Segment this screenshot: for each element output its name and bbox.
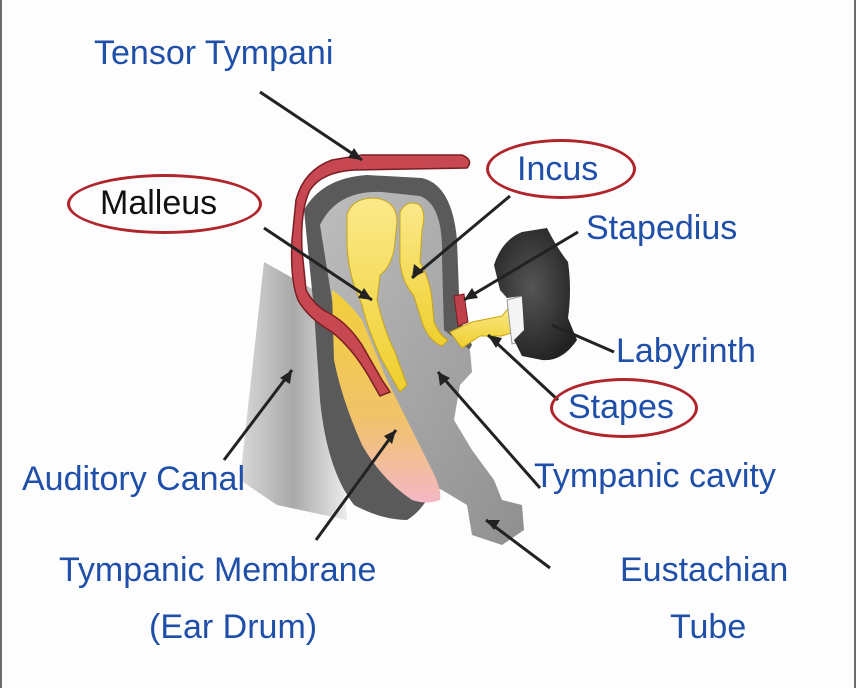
label-tube: Tube [670, 608, 747, 646]
leader-labyrinth [551, 323, 615, 354]
stapedius-muscle [453, 293, 469, 327]
labyrinth-shape [494, 228, 577, 361]
label-labyrinth: Labyrinth [616, 332, 756, 370]
arrow-heads [280, 148, 502, 530]
incus-highlight-ring [486, 139, 636, 199]
arrow-tympanic-membrane [384, 430, 396, 444]
arrow-stapedius [464, 288, 478, 300]
leader-eustachian-tube [485, 518, 551, 570]
arrow-incus [412, 264, 424, 278]
label-ear-drum: (Ear Drum) [149, 608, 318, 646]
arrow-malleus [358, 288, 372, 300]
label-tympanic-cavity: Tympanic cavity [534, 457, 776, 495]
tensor-tympani-muscle [290, 154, 471, 397]
leader-auditory-canal [222, 369, 294, 461]
label-malleus: Malleus [100, 184, 218, 222]
label-auditory-canal: Auditory Canal [22, 460, 246, 498]
label-tympanic-membrane: Tympanic Membrane [59, 551, 377, 589]
leader-stapes [486, 333, 560, 402]
leader-stapedius [463, 230, 579, 302]
stapes-highlight-ring [550, 378, 698, 438]
incus-bone [399, 202, 449, 347]
leader-incus [411, 194, 511, 280]
leader-lines [222, 90, 615, 570]
arrow-stapes [488, 335, 502, 348]
label-eustachian: Eustachian [620, 551, 789, 589]
label-incus: Incus [517, 150, 599, 188]
arrow-tensor-tympani [348, 148, 362, 160]
arrow-auditory-canal [280, 370, 292, 384]
label-stapes: Stapes [568, 388, 674, 426]
leader-malleus [263, 226, 373, 302]
label-stapedius: Stapedius [586, 209, 738, 247]
label-tensor-tympani: Tensor Tympani [94, 34, 334, 72]
leader-tympanic-membrane [314, 429, 398, 541]
arrow-eustachian-tube [486, 520, 500, 530]
leader-tensor-tympani [259, 90, 363, 162]
leader-tympanic-cavity [436, 371, 542, 489]
arrow-tympanic-cavity [438, 372, 450, 386]
malleus-highlight-ring [67, 174, 262, 234]
